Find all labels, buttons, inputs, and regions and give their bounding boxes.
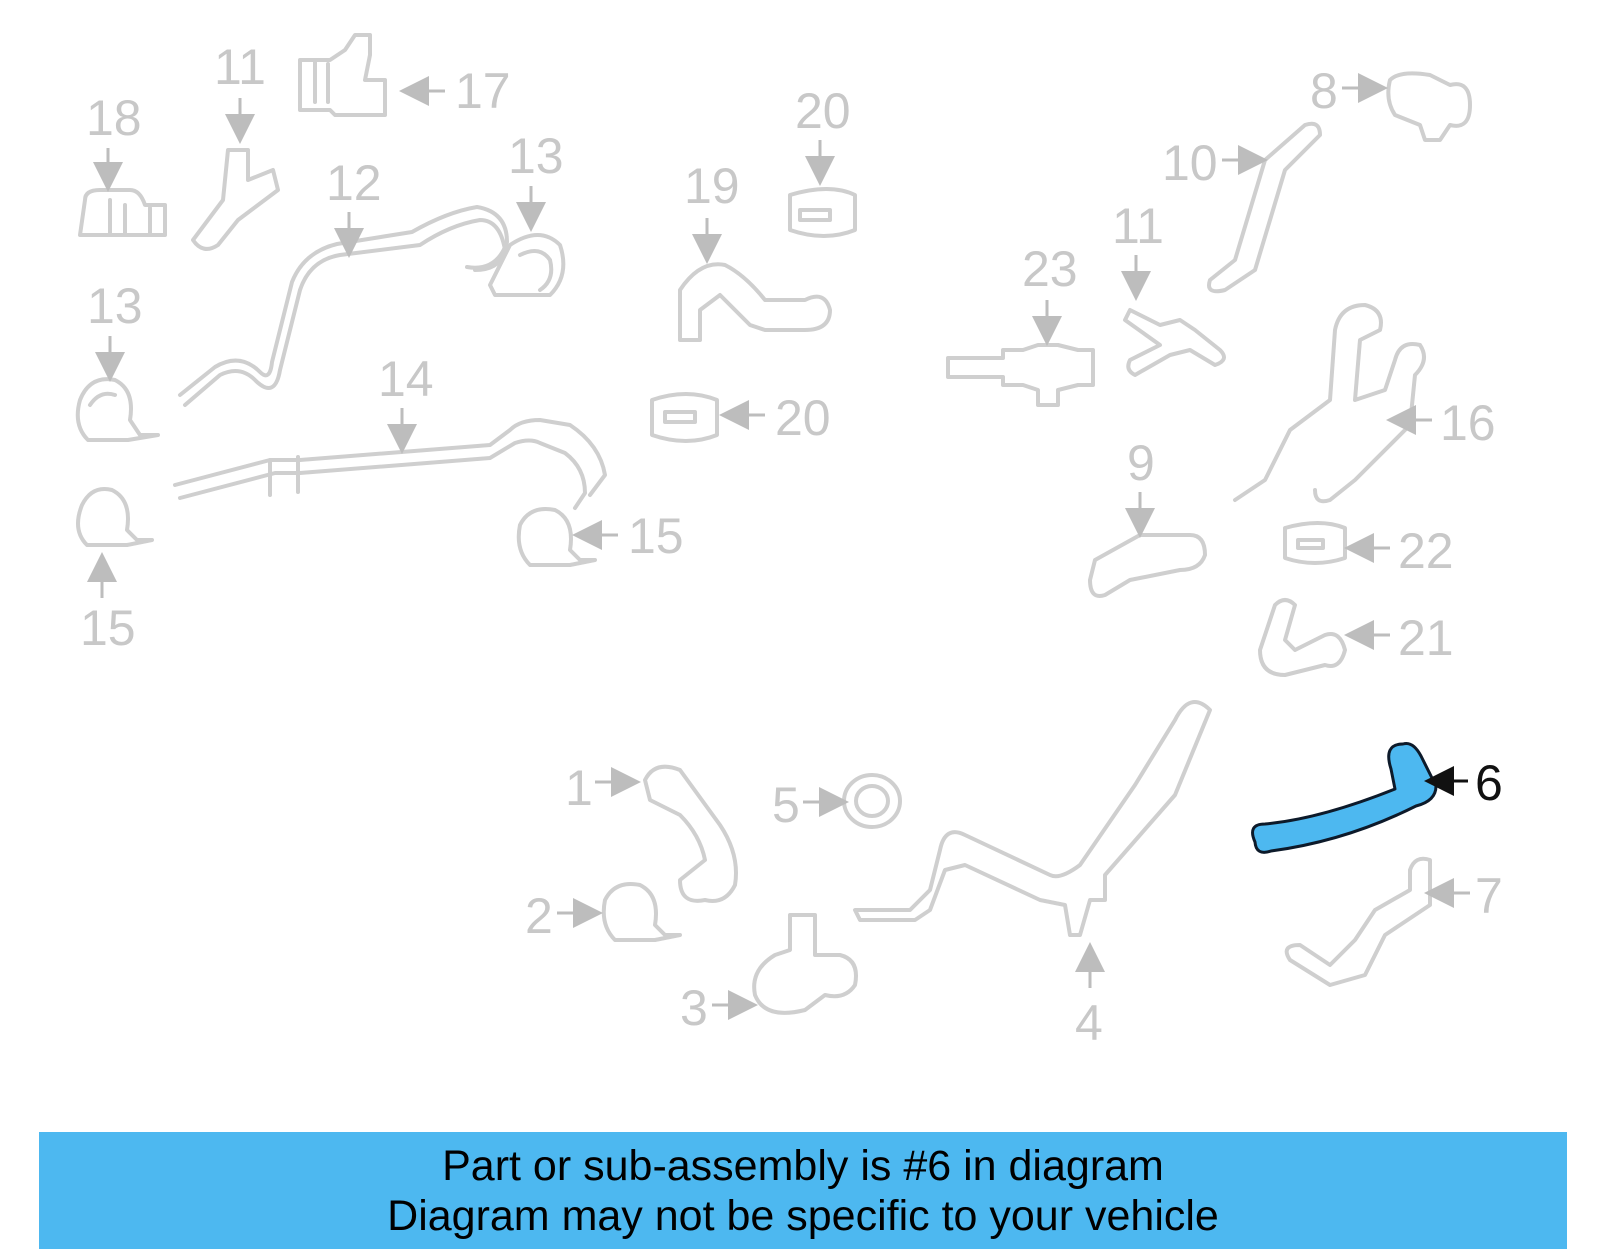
callout-6: 6	[1475, 755, 1503, 811]
callout-21: 21	[1398, 610, 1454, 666]
part-6-highlighted	[1251, 742, 1438, 854]
callout-10: 10	[1162, 135, 1218, 191]
part-22	[1283, 521, 1347, 565]
callout-18: 18	[86, 90, 142, 146]
callout-20-upper: 20	[795, 83, 851, 139]
part-4	[853, 700, 1212, 937]
banner-line-2: Diagram may not be specific to your vehi…	[387, 1191, 1219, 1240]
callout-2: 2	[525, 888, 553, 944]
part-21	[1258, 598, 1347, 677]
callout-9: 9	[1127, 435, 1155, 491]
part-12	[178, 205, 509, 407]
part-8	[1386, 71, 1472, 142]
callout-17: 17	[455, 63, 511, 119]
part-13-upper	[488, 233, 566, 297]
callout-5: 5	[772, 777, 800, 833]
callout-11-right: 11	[1112, 198, 1164, 254]
part-23	[946, 343, 1095, 407]
callout-11-upper: 11	[214, 39, 266, 95]
callout-1: 1	[565, 760, 593, 816]
part-9	[1088, 533, 1207, 598]
part-5	[842, 773, 902, 829]
info-banner: Part or sub-assembly is #6 in diagram Di…	[39, 1132, 1567, 1249]
part-1	[643, 764, 738, 903]
part-11-upper	[191, 148, 280, 251]
callout-19: 19	[684, 158, 740, 214]
callout-3: 3	[680, 980, 708, 1036]
callout-16: 16	[1440, 395, 1496, 451]
part-3	[752, 913, 858, 1015]
callout-8: 8	[1310, 63, 1338, 119]
part-11-right	[1123, 308, 1226, 377]
callout-15-center: 15	[628, 508, 684, 564]
part-14	[173, 418, 607, 510]
part-20-lower	[650, 392, 719, 443]
callout-13-upper: 13	[508, 128, 564, 184]
part-18	[78, 188, 167, 237]
part-13-left	[75, 377, 160, 442]
part-7	[1284, 856, 1432, 987]
part-19	[678, 262, 832, 342]
callout-23: 23	[1022, 241, 1078, 297]
callout-13-left: 13	[87, 278, 143, 334]
part-15-left	[76, 487, 154, 547]
part-20-upper	[788, 187, 857, 238]
banner-line-1: Part or sub-assembly is #6 in diagram	[442, 1141, 1164, 1190]
part-15-center	[516, 507, 597, 567]
callout-20-lower: 20	[775, 390, 831, 446]
callout-4: 4	[1075, 995, 1103, 1051]
callout-12: 12	[326, 155, 382, 211]
callout-7: 7	[1475, 868, 1503, 924]
part-2	[601, 882, 682, 942]
callout-15-left: 15	[80, 600, 136, 656]
callout-14: 14	[378, 351, 434, 407]
part-16	[1233, 303, 1426, 504]
callout-22: 22	[1398, 523, 1454, 579]
part-10	[1207, 121, 1322, 294]
part-17	[298, 33, 387, 117]
